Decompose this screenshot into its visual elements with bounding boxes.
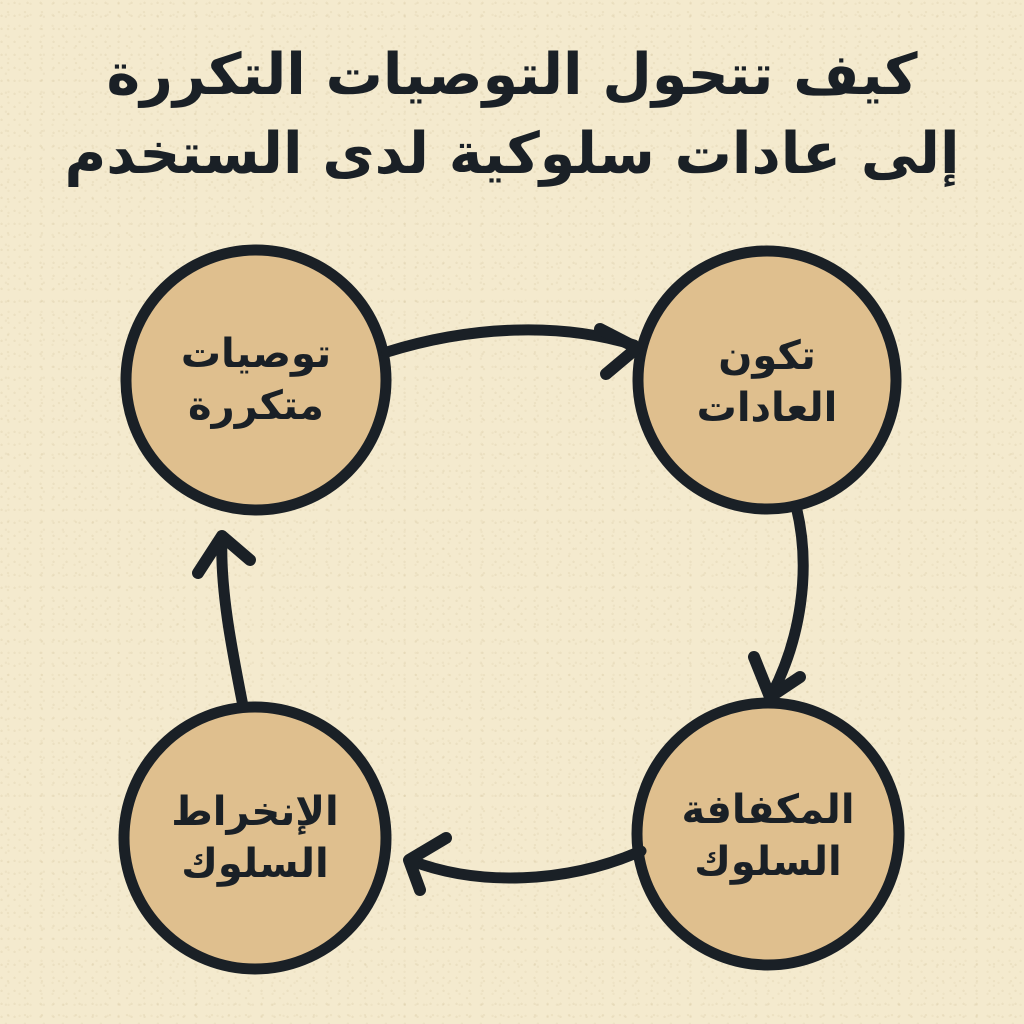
arrow-right-head xyxy=(748,651,806,703)
page-title-line-1: كيف تتحول التوصيات التكررة xyxy=(106,42,918,108)
arrow-left-shaft xyxy=(216,532,249,712)
arrow-top xyxy=(381,323,643,380)
arrow-left-head xyxy=(192,530,256,579)
page-title-line-2: إلى عادات سلوكية لدى الستخدم xyxy=(64,120,960,187)
arrow-top-head xyxy=(594,323,643,380)
arrow-bottom-shaft xyxy=(406,845,647,884)
node-circle-behavior-reward[interactable] xyxy=(631,697,905,971)
arrow-right-shaft xyxy=(766,500,809,700)
arrow-right xyxy=(748,500,809,703)
node-circle-behavior-engagement[interactable] xyxy=(118,701,392,975)
page-title: كيف تتحول التوصيات التكررة إلى عادات سلو… xyxy=(0,36,1024,193)
node-circle-habit-formation[interactable] xyxy=(632,245,902,515)
arrow-bottom xyxy=(403,832,647,896)
arrow-left xyxy=(192,530,256,712)
arrow-bottom-head xyxy=(403,832,452,896)
node-circle-repeated-recommendations[interactable] xyxy=(120,244,392,516)
